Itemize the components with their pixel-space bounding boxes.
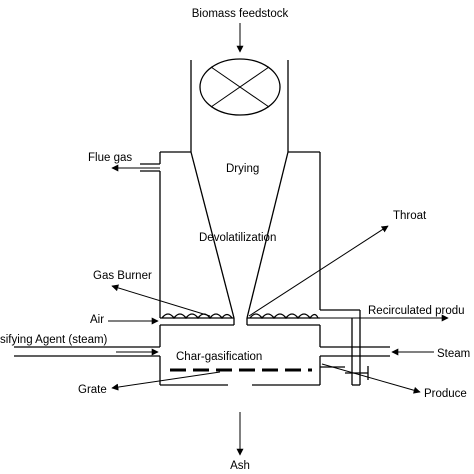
flue-gas-label: Flue gas [88, 152, 132, 164]
gas-burner-arrow [111, 284, 211, 317]
recirculated-product-label: Recirculated produ [368, 305, 465, 317]
funnel-right-line [246, 151, 289, 319]
biomass-feedstock-label: Biomass feedstock [192, 8, 289, 20]
throat-label: Throat [393, 210, 427, 222]
produce-arrow [321, 363, 421, 394]
recirculation-valve [345, 366, 369, 380]
throat-arrow [248, 225, 389, 317]
produce-label: Produce [424, 388, 467, 400]
gas-burner-label: Gas Burner [93, 270, 152, 282]
grate-label: Grate [78, 384, 107, 396]
char-gasification-label: Char-gasification [176, 351, 262, 363]
air-label: Air [90, 314, 104, 326]
drying-label: Drying [226, 163, 259, 175]
gasifying-agent-label: sifying Agent (steam) [0, 334, 108, 346]
funnel-left-line [190, 151, 235, 319]
right-gas-burner [249, 313, 319, 320]
steam-label: Steam [437, 348, 470, 360]
ash-label: Ash [230, 460, 250, 472]
grate-arrow [111, 371, 221, 391]
left-gas-burner [161, 313, 233, 320]
feed-valve [199, 58, 281, 116]
devolatilization-label: Devolatilization [199, 232, 276, 244]
